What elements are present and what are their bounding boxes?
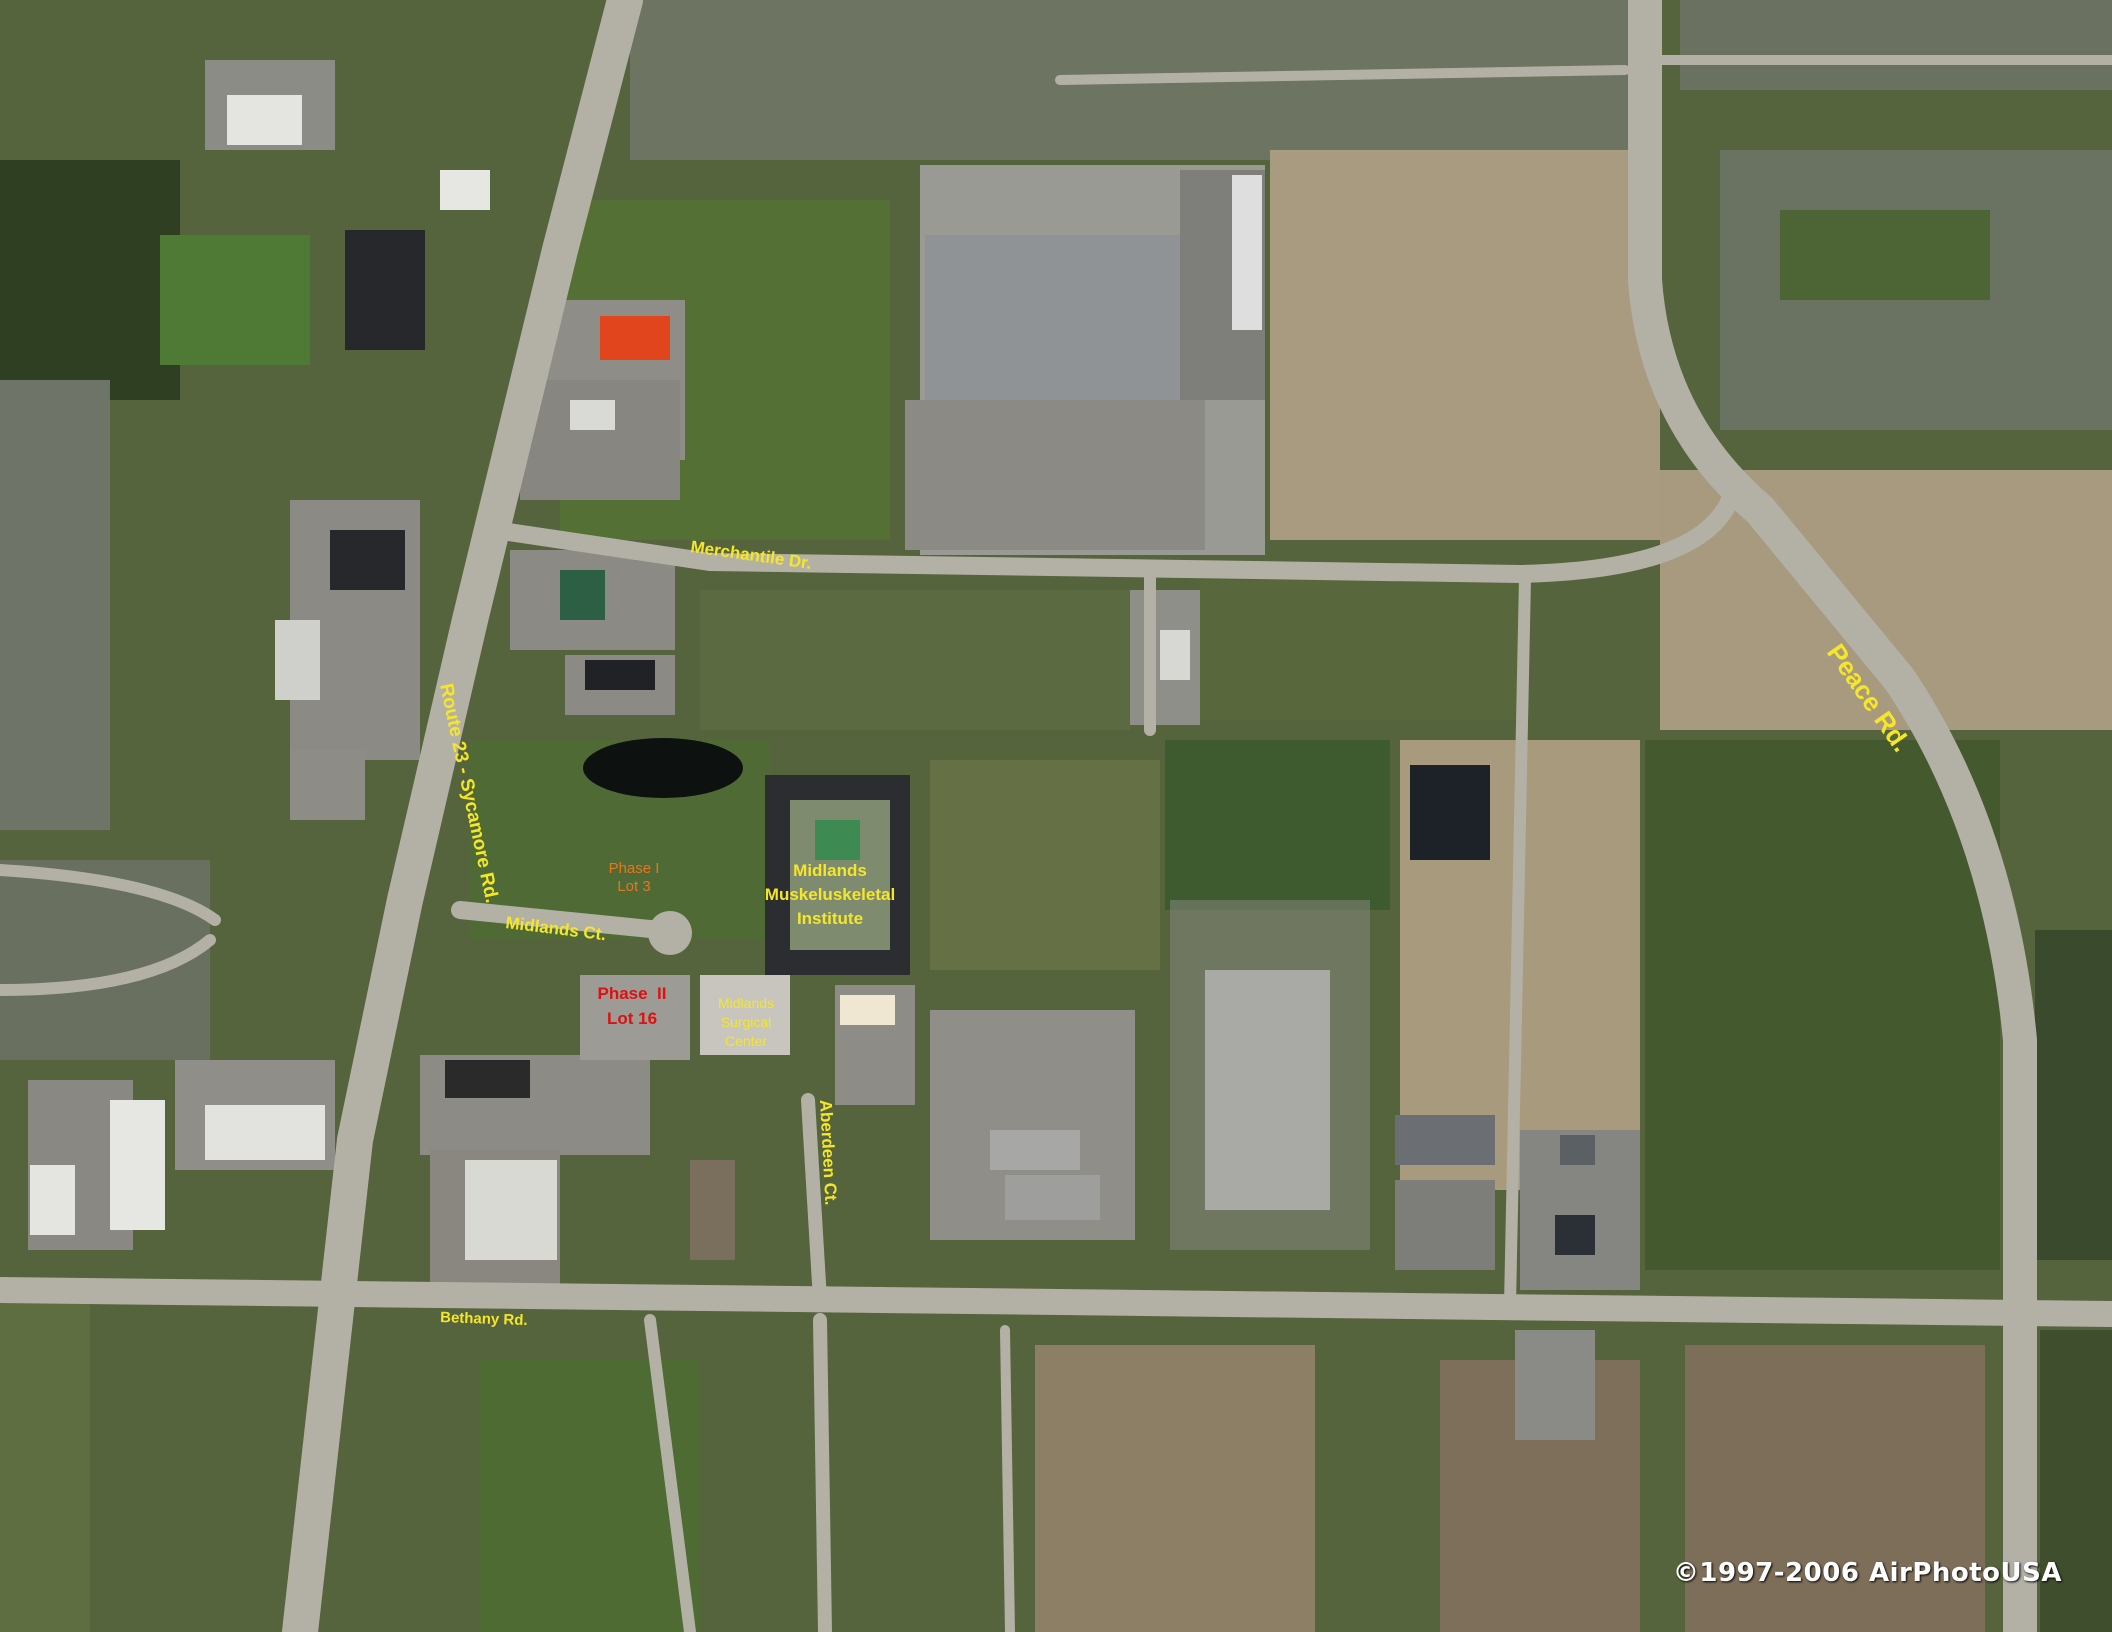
bethany-rd-label: Bethany Rd. [440,1309,528,1329]
phase2-label-line1: Phase II [598,984,667,1003]
construction-field [1270,150,1660,540]
midlands-ct-road [451,901,669,939]
route-23-road [282,0,643,1632]
surgical-center-label-line1: Midlands [718,995,774,1011]
copyright-credit: ©1997-2006 AirPhotoUSA [1672,1558,2062,1588]
phase1-label-line2: Lot 3 [617,878,650,895]
residential-area-west [0,380,110,830]
msk-label-line3: Institute [797,909,863,928]
aberdeen-road [801,1093,827,1307]
crop-field [1645,740,2000,1270]
farm-field-southwest [1035,1345,1315,1632]
phase1-label-line1: Phase I [609,860,660,877]
phase2-label-line2: Lot 16 [607,1009,657,1028]
surgical-center-label-line2: Surgical [721,1014,772,1030]
woods-area [0,160,180,400]
msk-label-line2: Muskeluskeletal [765,885,895,904]
detention-pond [583,738,743,798]
warehouse-building [925,235,1180,400]
detention-pond-east [1410,765,1490,860]
peace-road [1628,0,2037,1632]
midlands-ct-cul-de-sac [648,911,692,955]
surgical-center-label-line3: Center [725,1033,767,1049]
bethany-road [0,1277,2112,1327]
msk-label-line1: Midlands [793,861,867,880]
